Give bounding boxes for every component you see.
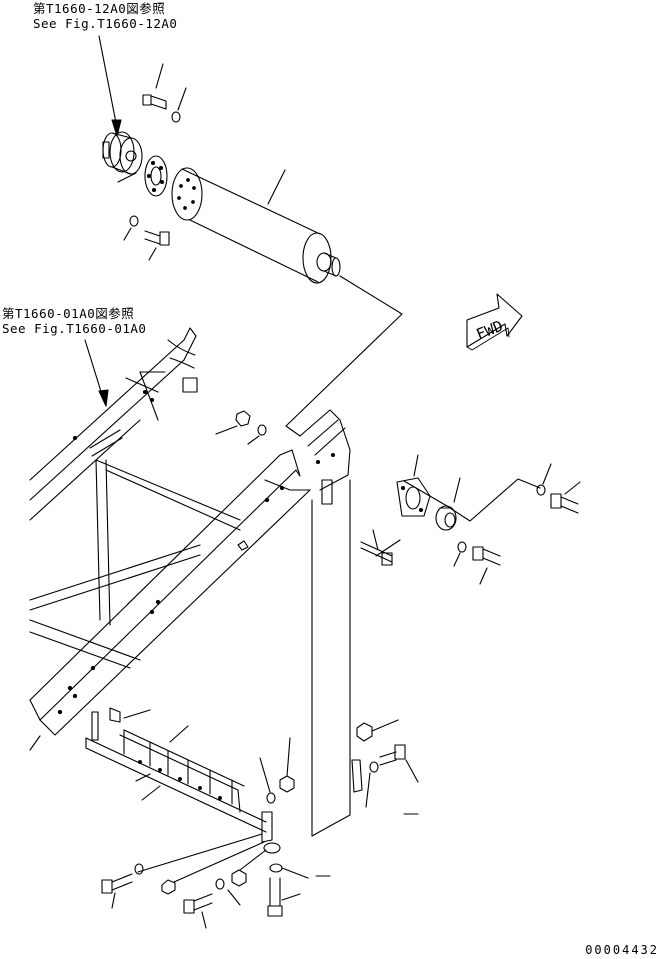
bottom-nut-left — [162, 842, 264, 894]
drawing-number: 00004432 — [585, 943, 659, 957]
bottom-washer-left — [135, 834, 262, 874]
frame-washer — [248, 425, 266, 444]
lower-right-washer — [366, 762, 378, 807]
top-bolt — [143, 64, 166, 109]
bottom-bolt-middle — [184, 894, 212, 928]
lower-washer — [124, 216, 138, 240]
reference-jp-label: 第T1660-12A0図参照 — [33, 1, 166, 16]
fwd-direction-arrow-icon: FWD — [467, 294, 522, 350]
figure-reference-top: 第T1660-12A0図参照 See Fig.T1660-12A0 — [33, 1, 177, 31]
reference-en-label: See Fig.T1660-01A0 — [2, 321, 147, 336]
lower-right-nut — [357, 720, 398, 741]
bearing-housing — [397, 455, 430, 516]
belt-scraper-assembly — [86, 708, 280, 853]
conveyor-frame — [30, 328, 350, 836]
bearing-unit — [436, 478, 460, 530]
fwd-label: FWD — [474, 317, 506, 344]
scraper-washer — [260, 758, 275, 803]
bottom-vertical-bolt — [268, 878, 300, 916]
right-washer — [454, 542, 466, 566]
reference-en-label: See Fig.T1660-12A0 — [33, 16, 178, 31]
far-right-bolt — [551, 482, 580, 513]
bottom-bolt-left — [102, 874, 132, 908]
bearing-bolt — [361, 530, 400, 565]
reference-arrow-top — [99, 36, 121, 136]
drive-pulley-drum — [172, 168, 340, 283]
belt-path-line — [286, 276, 402, 436]
reference-jp-label: 第T1660-01A0図参照 — [2, 306, 135, 321]
lower-right-bolt — [380, 745, 418, 782]
lower-right-bracket — [352, 760, 418, 814]
scraper-nut — [280, 738, 294, 792]
leader-line — [30, 736, 40, 750]
top-washer — [172, 88, 186, 122]
lower-bolt — [145, 231, 169, 260]
reference-arrow-frame — [85, 340, 108, 406]
belt-path-line — [404, 479, 540, 521]
bottom-washer-right — [270, 864, 308, 878]
far-right-washer — [537, 464, 551, 495]
right-bolt — [473, 547, 500, 584]
bottom-washer-middle — [216, 879, 240, 905]
frame-nut — [216, 411, 250, 434]
figure-reference-frame: 第T1660-01A0図参照 See Fig.T1660-01A0 — [2, 306, 146, 336]
drive-motor-assembly — [103, 132, 142, 182]
bottom-nut-middle — [232, 850, 266, 886]
motor-flange — [145, 156, 167, 196]
